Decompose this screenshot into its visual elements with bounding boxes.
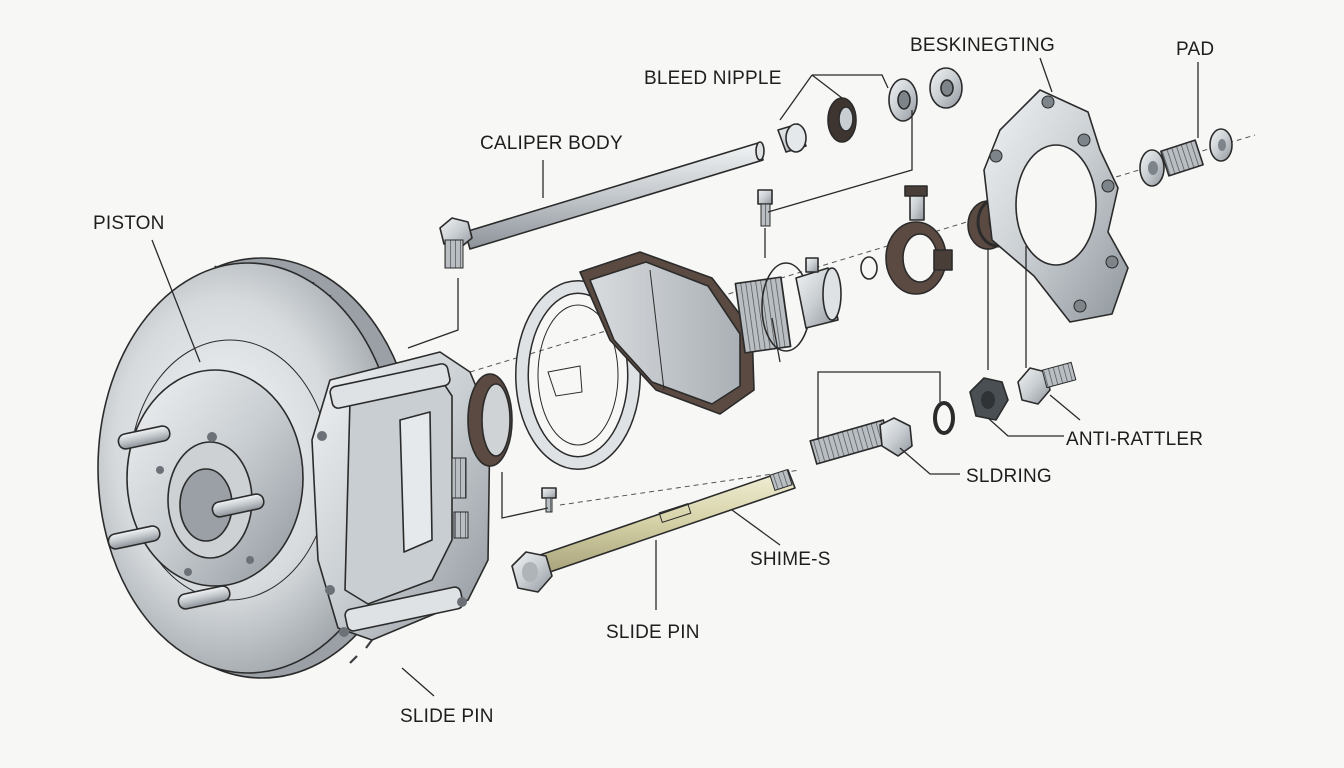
brake-pad bbox=[579, 251, 755, 415]
label-pad: PAD bbox=[1176, 39, 1214, 60]
label-shime-s: SHIME-S bbox=[750, 549, 831, 570]
sldring-bolt bbox=[809, 417, 913, 465]
label-caliper-body: CALIPER BODY bbox=[480, 133, 623, 154]
label-anti-rattler: ANTI-RATTLER bbox=[1066, 429, 1203, 450]
label-sldring: SLDRING bbox=[966, 466, 1052, 487]
label-piston: PISTON bbox=[93, 213, 165, 234]
small-fittings bbox=[541, 487, 557, 513]
anti-rattler-parts bbox=[933, 361, 1077, 435]
piston-assembly bbox=[734, 256, 878, 354]
guide-rod bbox=[439, 141, 765, 269]
label-bleed-nipple: BLEED NIPPLE bbox=[644, 68, 782, 89]
pad-bolt bbox=[1139, 128, 1233, 187]
part-labels: PISTON CALIPER BODY BLEED NIPPLE BESKINE… bbox=[93, 35, 1214, 727]
label-slide-pin-middle: SLIDE PIN bbox=[606, 622, 700, 643]
label-slide-pin-bottom: SLIDE PIN bbox=[400, 706, 494, 727]
clamp-ring bbox=[885, 185, 953, 295]
bleed-nipple-parts bbox=[757, 67, 963, 227]
label-beskinegting: BESKINEGTING bbox=[910, 35, 1055, 56]
leader-lines bbox=[151, 57, 1199, 697]
brake-caliper bbox=[311, 351, 513, 641]
mounting-bracket bbox=[983, 89, 1129, 323]
assembly-axes bbox=[469, 134, 1256, 506]
slide-pin-long bbox=[511, 468, 796, 593]
shim-ring bbox=[515, 280, 641, 470]
